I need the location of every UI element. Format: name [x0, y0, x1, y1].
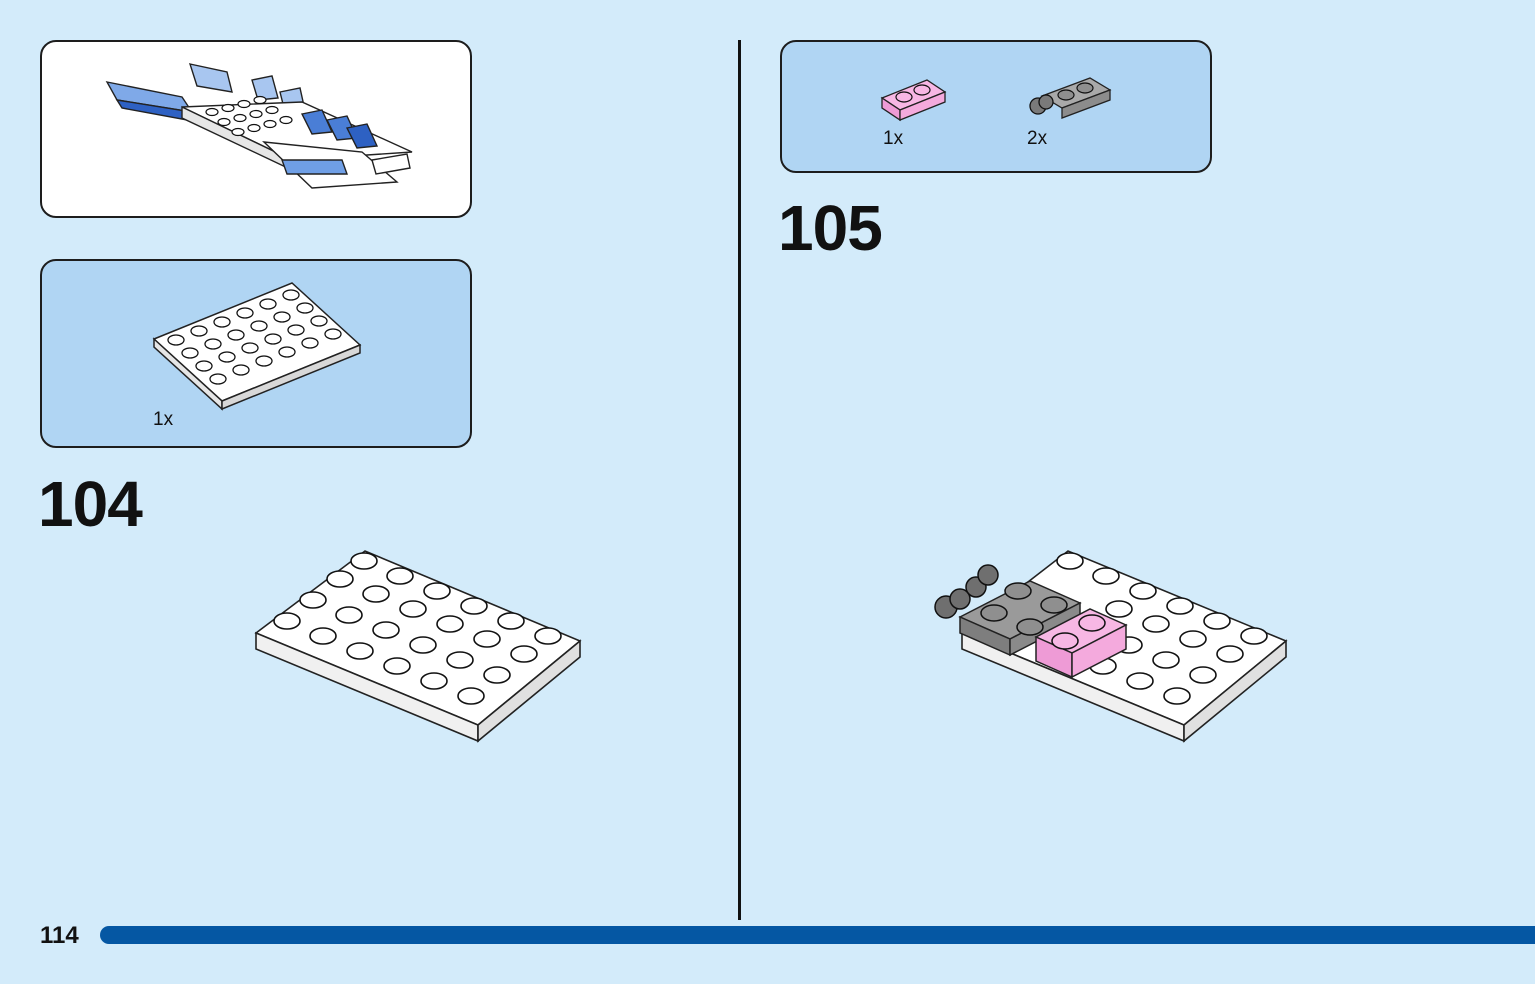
step-105-assembly-image	[934, 550, 1288, 743]
part-quantity: 1x	[153, 409, 174, 430]
step-104-assembly-image	[254, 550, 582, 743]
white-plate-4x6-part-image	[152, 282, 362, 411]
page-number: 114	[40, 922, 79, 949]
step-number-104: 104	[38, 468, 143, 540]
dark-grey-hinge-plate-1x2-part-image	[1029, 77, 1112, 119]
parts-list-box-step-105: 1x 2x	[780, 40, 1212, 173]
model-preview-box	[40, 40, 472, 218]
progress-bar	[100, 926, 1535, 944]
part-quantity: 1x	[883, 128, 904, 149]
model-preview-image	[105, 63, 413, 189]
parts-list-box-step-104: 1x	[40, 259, 472, 448]
part-quantity: 2x	[1027, 128, 1048, 149]
step-number-105: 105	[778, 192, 883, 264]
pink-plate-1x2-part-image	[880, 79, 947, 122]
column-divider	[738, 40, 741, 920]
progress-bar-fill	[100, 926, 1535, 944]
